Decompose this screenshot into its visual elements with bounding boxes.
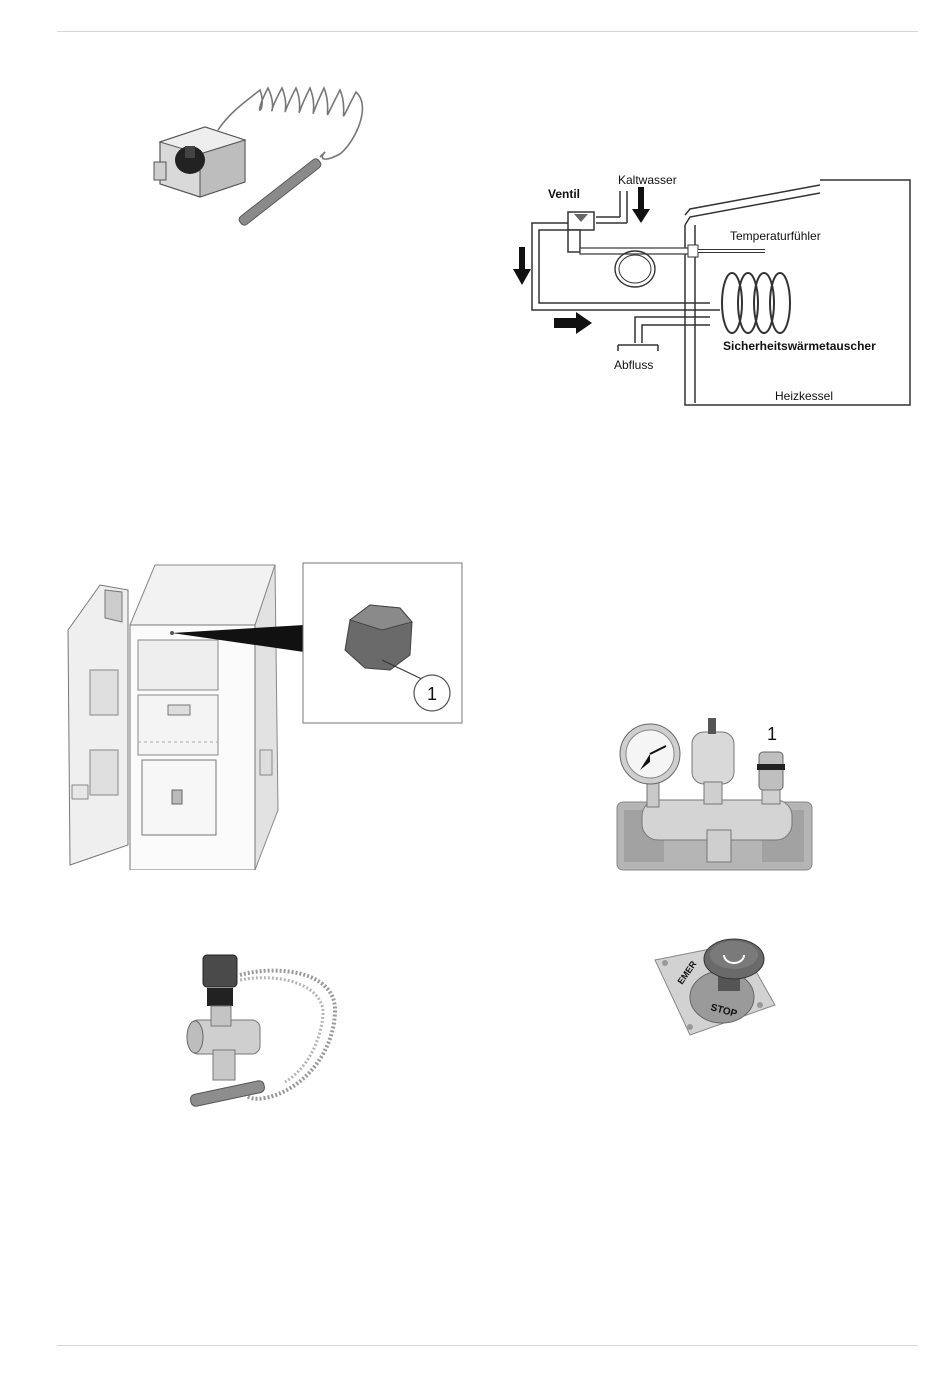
label-heizkessel: Heizkessel bbox=[775, 389, 833, 403]
label-abfluss: Abfluss bbox=[614, 358, 653, 372]
capillary-thermostat-image bbox=[150, 82, 380, 242]
safety-valve-number: 1 bbox=[767, 724, 777, 744]
boiler-reset-button-illustration: 1 bbox=[60, 560, 465, 870]
emergency-stop-button-image: EMER STOP bbox=[650, 935, 780, 1045]
thermal-discharge-valve-image bbox=[185, 950, 345, 1115]
safety-group-image: 1 bbox=[612, 712, 817, 872]
label-sicherheitswaermetauscher: Sicherheitswärmetauscher bbox=[723, 339, 876, 353]
label-kaltwasser: Kaltwasser bbox=[618, 173, 677, 187]
safety-heat-exchanger-diagram: Ventil Kaltwasser Temperaturfühler Siche… bbox=[510, 165, 920, 415]
footer-rule bbox=[57, 1345, 918, 1346]
label-temperaturfuehler: Temperaturfühler bbox=[730, 229, 821, 243]
callout-number: 1 bbox=[427, 684, 437, 704]
header-rule bbox=[57, 31, 918, 32]
label-ventil: Ventil bbox=[548, 187, 580, 201]
